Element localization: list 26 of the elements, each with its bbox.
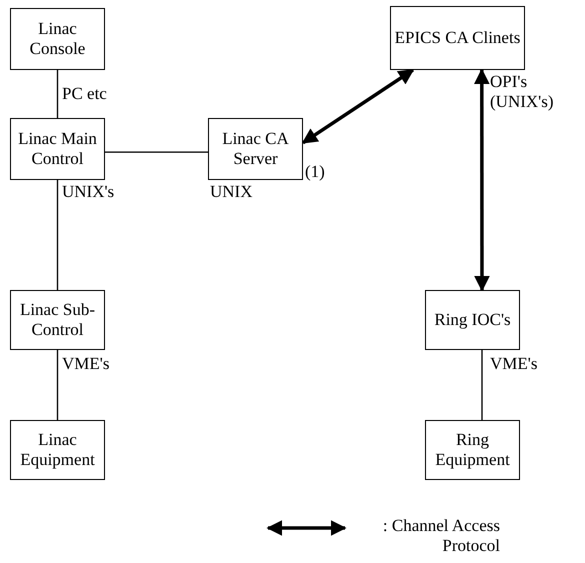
box-label: Linac Main Control — [17, 128, 98, 170]
connector-line — [56, 180, 58, 290]
box-label: Ring IOC's — [434, 310, 511, 330]
box-label: Linac Equipment — [19, 430, 96, 470]
process-box — [425, 290, 520, 350]
box-label: EPICS CA Clinets — [394, 28, 520, 48]
process-box — [425, 420, 520, 480]
connector-line — [481, 350, 483, 420]
connector-line — [56, 350, 58, 420]
double-arrow — [302, 68, 414, 144]
process-box — [10, 420, 105, 480]
process-box — [208, 118, 303, 180]
annotation-text: (1) — [305, 162, 325, 182]
annotation-text: UNIX — [210, 182, 252, 202]
box-label: Ring Equipment — [434, 430, 511, 470]
process-box — [10, 118, 105, 180]
process-box — [390, 6, 525, 70]
process-box — [10, 8, 105, 70]
connector-line — [56, 70, 58, 118]
box-label: Linac CA Server — [221, 128, 290, 170]
box-label: Linac Sub-Control — [18, 300, 96, 340]
double-arrow — [474, 68, 490, 292]
legend-text: : Channel Access Protocol — [382, 516, 500, 557]
process-box — [10, 290, 105, 350]
box-label: Linac Console — [28, 18, 86, 60]
connector-line — [105, 151, 208, 153]
